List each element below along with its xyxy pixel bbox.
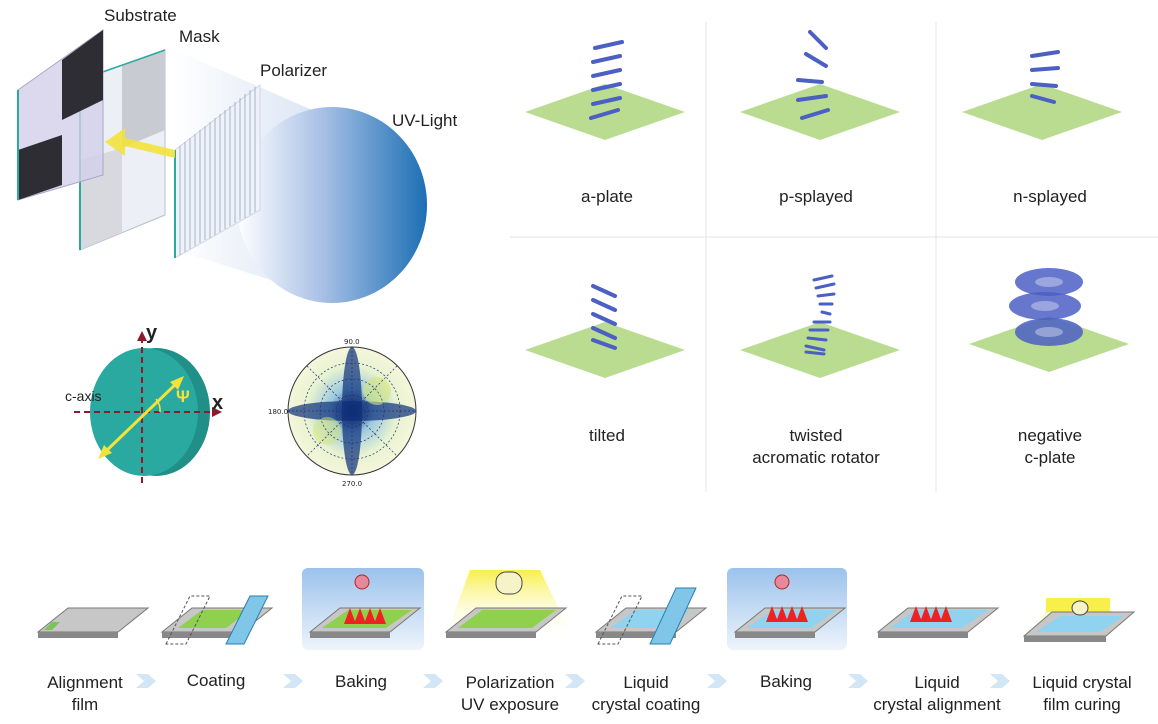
step-2-label-line1: Coating — [186, 671, 246, 690]
step-coating-image — [160, 595, 274, 645]
step-8-label-line2: film curing — [1043, 695, 1121, 714]
step-7-label-line1: Liquid — [914, 673, 960, 692]
step-3-label-line1: Baking — [335, 672, 387, 691]
process-arrow-6 — [848, 674, 868, 688]
mask-label: Mask — [179, 27, 220, 46]
y-axis-label: y — [146, 322, 158, 344]
process-arrow-1 — [136, 674, 156, 688]
substrate-label: Substrate — [104, 6, 177, 25]
step-1-label-line1: Alignment — [47, 673, 123, 692]
step-4-label-line1: Polarization — [465, 673, 555, 692]
grid-label-negative-2: c-plate — [1024, 448, 1076, 467]
grid-label-negative-1: negative — [1017, 426, 1083, 445]
step-6-label-line1: Baking — [760, 672, 812, 691]
process-arrows — [136, 674, 1010, 688]
crystal-disc — [74, 331, 222, 487]
tilted-figure — [525, 284, 685, 378]
polarizer-grating — [179, 87, 256, 255]
uv-light-source — [237, 107, 427, 303]
grid-label-twisted-1: twisted — [789, 426, 843, 445]
grid-label-p-splayed: p-splayed — [779, 187, 853, 206]
uv-light-label: UV-Light — [392, 111, 458, 130]
grid-dividers — [510, 22, 1158, 492]
optics-illustration — [17, 29, 427, 303]
step-uv-exposure-image — [444, 570, 574, 640]
polar-bottom-tick: 270.0 — [342, 480, 362, 488]
step-5-label-line2: crystal coating — [591, 695, 701, 714]
step-curing-image — [1022, 598, 1136, 642]
step-8-label-line1: Liquid crystal — [1032, 673, 1132, 692]
polar-top-tick: 90.0 — [344, 338, 360, 346]
grid-label-a-plate: a-plate — [581, 187, 633, 206]
process-illustrations — [36, 568, 1136, 650]
p-splayed-figure — [740, 30, 900, 140]
process-arrow-3 — [423, 674, 443, 688]
process-arrow-7 — [990, 674, 1010, 688]
step-5-label-line1: Liquid — [623, 673, 669, 692]
n-splayed-figure — [962, 50, 1122, 140]
step-baking-2-image — [727, 568, 847, 650]
process-arrow-5 — [707, 674, 727, 688]
step-4-label-line2: UV exposure — [460, 695, 560, 714]
step-1-label-line2: film — [71, 695, 99, 714]
grid-label-twisted-2: acromatic rotator — [752, 448, 880, 467]
step-lc-coating-image — [594, 587, 708, 645]
a-plate-figure — [525, 40, 685, 140]
polar-map: 90.0 180.0 270.0 — [268, 338, 417, 488]
x-axis-label: x — [212, 392, 224, 414]
step-baking-image — [302, 568, 424, 650]
polar-left-tick: 180.0 — [268, 408, 288, 416]
process-arrow-4 — [565, 674, 585, 688]
c-axis-label: c-axis — [65, 388, 102, 404]
grid-label-tilted: tilted — [589, 426, 625, 445]
step-lc-alignment-image — [876, 606, 1000, 638]
polarizer-label: Polarizer — [260, 61, 328, 80]
negative-c-plate-figure — [969, 268, 1129, 372]
grid-label-n-splayed: n-splayed — [1013, 187, 1087, 206]
twisted-figure — [740, 274, 900, 378]
process-arrow-2 — [283, 674, 303, 688]
psi-label: Ψ — [176, 387, 190, 406]
step-alignment-film-image — [36, 607, 150, 638]
step-7-label-line2: crystal alignment — [873, 695, 1001, 714]
uv-direction-arrow — [105, 128, 175, 158]
